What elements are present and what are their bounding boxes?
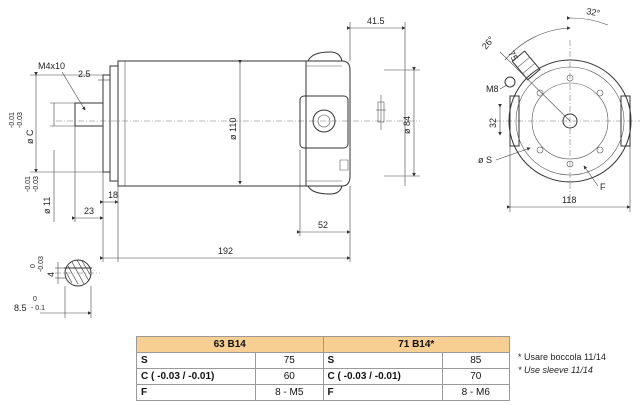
row-label: C ( -0.03 / -0.01) — [322, 368, 443, 385]
dim-8-5-label: 8.5 — [14, 303, 27, 313]
shaft-section: 4 0 -0.03 8.5 0 - 0.1 — [14, 256, 100, 318]
row-label: C ( -0.03 / -0.01) — [136, 368, 256, 385]
note-english: * Use sleeve 11/14 — [518, 365, 593, 375]
side-view: 41.5 2.5 M4x10 ø 110 ø 84 ø C -0.01 -0.0… — [9, 16, 420, 262]
dim-11-tol-bot: -0.03 — [33, 176, 40, 192]
col-63-b14-header: 63 B14 — [136, 336, 324, 353]
dim-c-tol-top: -0.01 — [9, 112, 16, 128]
dim-4-tol-top: 0 — [30, 264, 37, 268]
f-label: F — [600, 182, 606, 192]
dim-84-label: ø 84 — [402, 116, 412, 134]
table-row: C ( -0.03 / -0.01) 60 C ( -0.03 / -0.01)… — [136, 368, 510, 385]
dim-8-5-tol-bot: - 0.1 — [31, 305, 45, 312]
col-71-b14-header: 71 B14* — [322, 336, 510, 353]
dim-4-tol-bot: -0.03 — [38, 256, 45, 272]
table-header-row: 63 B14 71 B14* — [136, 336, 510, 353]
note-italian: * Usare boccola 11/14 — [518, 352, 606, 362]
footnotes: * Usare boccola 11/14 * Use sleeve 11/14 — [518, 351, 606, 377]
row-value-71: 8 - M6 — [441, 384, 510, 401]
dim-4-label: 4 — [46, 272, 56, 277]
front-view: 26° 32° 75 M8 32 ø S F 118 — [478, 6, 640, 212]
dim-75-label: 75 — [506, 49, 520, 63]
dim-23-label: 23 — [84, 206, 94, 216]
spec-table: 63 B14 71 B14* S 75 S 85 C ( -0.03 / -0.… — [136, 336, 510, 401]
dim-8-5-tol-top: 0 — [33, 296, 37, 303]
angle-26-label: 26° — [480, 34, 497, 51]
dim-18-label: 18 — [108, 190, 118, 200]
dim-110-label: ø 110 — [228, 118, 238, 140]
technical-drawing: 41.5 2.5 M4x10 ø 110 ø 84 ø C -0.01 -0.0… — [9, 6, 640, 318]
row-label: F — [136, 384, 256, 401]
thread-label: M4x10 — [38, 61, 65, 71]
dim-192-label: 192 — [218, 246, 233, 256]
row-label: S — [136, 352, 256, 369]
m8-label: M8 — [486, 84, 499, 94]
angle-32-label: 32° — [586, 6, 602, 18]
dim-41-5-label: 41.5 — [367, 16, 385, 26]
row-label: F — [322, 384, 443, 401]
dim-52-label: 52 — [318, 220, 328, 230]
dim-118-label: 118 — [562, 195, 576, 205]
row-label: S — [322, 352, 443, 369]
dim-2-5-label: 2.5 — [78, 69, 91, 79]
table-row: F 8 - M5 F 8 - M6 — [136, 384, 510, 401]
row-value-63: 75 — [255, 352, 324, 369]
row-value-71: 85 — [441, 352, 510, 369]
dim-c-label: ø C — [25, 129, 35, 144]
row-value-71: 70 — [441, 368, 510, 385]
dim-c-tol-bot: -0.03 — [17, 112, 24, 128]
dim-11-tol-top: -0.01 — [25, 176, 32, 192]
s-label: ø S — [478, 155, 492, 165]
table-row: S 75 S 85 — [136, 352, 510, 369]
row-value-63: 8 - M5 — [255, 384, 324, 401]
dim-11-label: ø 11 — [42, 197, 52, 214]
row-value-63: 60 — [255, 368, 324, 385]
dim-32-label: 32 — [488, 118, 498, 128]
